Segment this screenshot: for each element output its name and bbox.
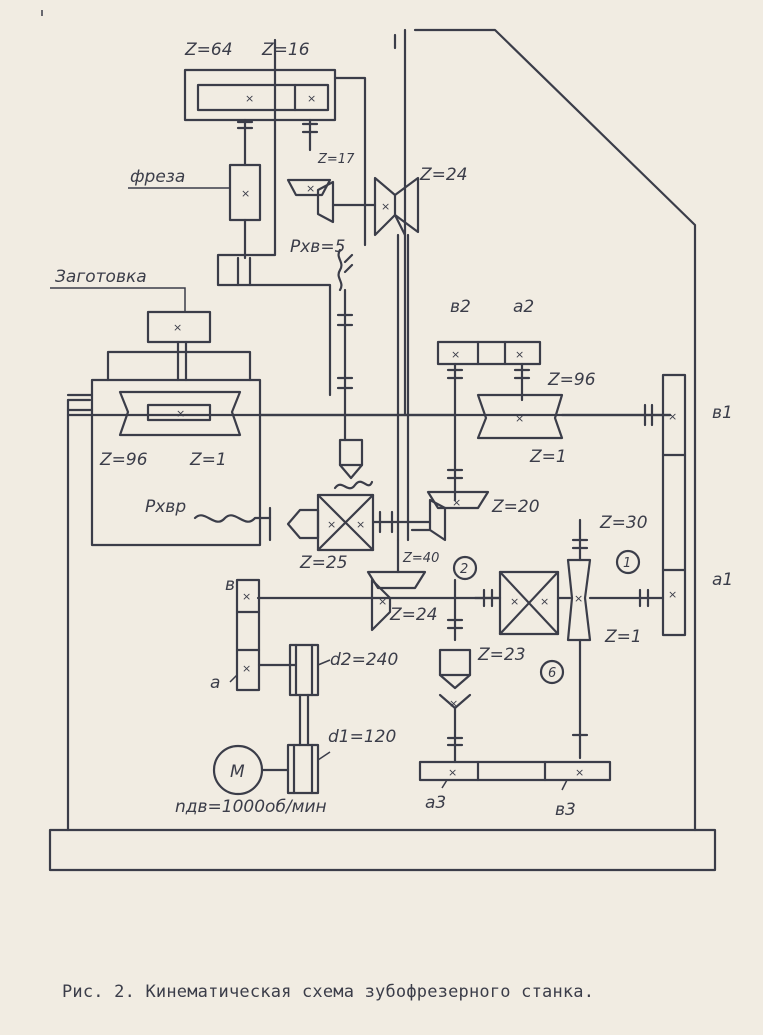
left-change-gears: × ×	[229, 578, 502, 692]
belt-drive	[212, 643, 331, 796]
svg-text:×: ×	[245, 92, 254, 105]
label-z23: Z=23	[477, 645, 526, 665]
svg-text:×: ×	[307, 92, 316, 105]
change-gears-a3-b3: × × ×	[418, 648, 612, 791]
label-pxv: Pхв=5	[290, 237, 345, 257]
label-z30: Z=30	[599, 513, 648, 533]
svg-text:×: ×	[668, 410, 677, 423]
label-b1: в1	[712, 403, 733, 423]
change-gears-a1-b1: × ×	[661, 373, 687, 637]
label-b3: в3	[555, 800, 576, 820]
central-shafts	[336, 233, 464, 542]
label-ndv: nдв=1000об/мин	[175, 797, 327, 817]
label-z24-mid: Z=24	[389, 605, 438, 625]
label-circle-1: 1	[623, 556, 631, 571]
figure-caption: Рис. 2. Кинематическая схема зубофрезерн…	[62, 982, 595, 1002]
svg-text:×: ×	[452, 496, 461, 509]
svg-text:×: ×	[668, 588, 677, 601]
svg-text:×: ×	[242, 662, 251, 675]
label-d1: d1=120	[328, 727, 396, 747]
label-z24-top: Z=24	[419, 165, 468, 185]
svg-text:×: ×	[510, 595, 519, 608]
svg-text:×: ×	[378, 595, 387, 608]
label-freza: фреза	[130, 167, 185, 187]
label-d2: d2=240	[330, 650, 398, 670]
svg-text:×: ×	[381, 200, 390, 213]
label-b-left: в	[225, 575, 235, 595]
svg-text:×: ×	[241, 187, 250, 200]
label-z64: Z=64	[184, 40, 233, 60]
label-a2: а2	[513, 297, 534, 317]
machine-frame	[41, 10, 717, 872]
differential-z25: × ×	[193, 438, 432, 552]
svg-text:×: ×	[515, 412, 524, 425]
label-pxvr: Pхвр	[145, 497, 186, 517]
label-z16: Z=16	[261, 40, 310, 60]
top-bevel-gears: × ×	[286, 176, 420, 292]
diagram-labels: Z=64 Z=16 Z=17 Z=24 фреза Pхв=5 Заготовк…	[55, 40, 733, 820]
svg-text:×: ×	[173, 321, 182, 334]
label-z1-right: Z=1	[529, 447, 567, 467]
label-z25: Z=25	[299, 553, 348, 573]
cutter-block: ×	[128, 38, 332, 397]
top-gearbox: × ×	[183, 68, 367, 247]
label-z17: Z=17	[317, 152, 355, 167]
bevel-gear-z24-mid: ×	[366, 538, 427, 632]
label-circle-2: 2	[460, 562, 468, 577]
label-a-left: а	[210, 673, 220, 693]
label-circle-6: 6	[548, 666, 556, 681]
label-z20: Z=20	[491, 497, 540, 517]
svg-text:×: ×	[574, 592, 583, 605]
label-z96-left: Z=96	[99, 450, 148, 470]
svg-text:×: ×	[306, 182, 315, 195]
label-z1-worm: Z=1	[604, 627, 642, 647]
change-gears-a2-b2: × × ×	[436, 340, 672, 440]
svg-text:×: ×	[176, 407, 185, 420]
label-a3: а3	[425, 793, 446, 813]
svg-text:×: ×	[449, 697, 458, 710]
svg-text:×: ×	[356, 518, 365, 531]
svg-text:×: ×	[540, 595, 549, 608]
label-z40: Z=40	[402, 551, 439, 566]
bevel-gear-z20: ×	[410, 490, 490, 542]
svg-text:×: ×	[327, 518, 336, 531]
kinematic-diagram: × × × × × × ×	[41, 10, 733, 872]
label-z1-left: Z=1	[189, 450, 227, 470]
svg-text:×: ×	[575, 766, 584, 779]
label-a1: а1	[712, 570, 733, 590]
svg-text:×: ×	[515, 348, 524, 361]
label-z96-right: Z=96	[547, 370, 596, 390]
label-b2: в2	[450, 297, 471, 317]
svg-text:×: ×	[451, 348, 460, 361]
svg-text:×: ×	[242, 590, 251, 603]
differential-z23: × × ×	[446, 518, 665, 760]
label-motor: M	[230, 762, 245, 782]
label-zagotovka: Заготовка	[55, 267, 147, 287]
svg-text:×: ×	[448, 766, 457, 779]
workpiece-block: × ×	[50, 287, 262, 547]
